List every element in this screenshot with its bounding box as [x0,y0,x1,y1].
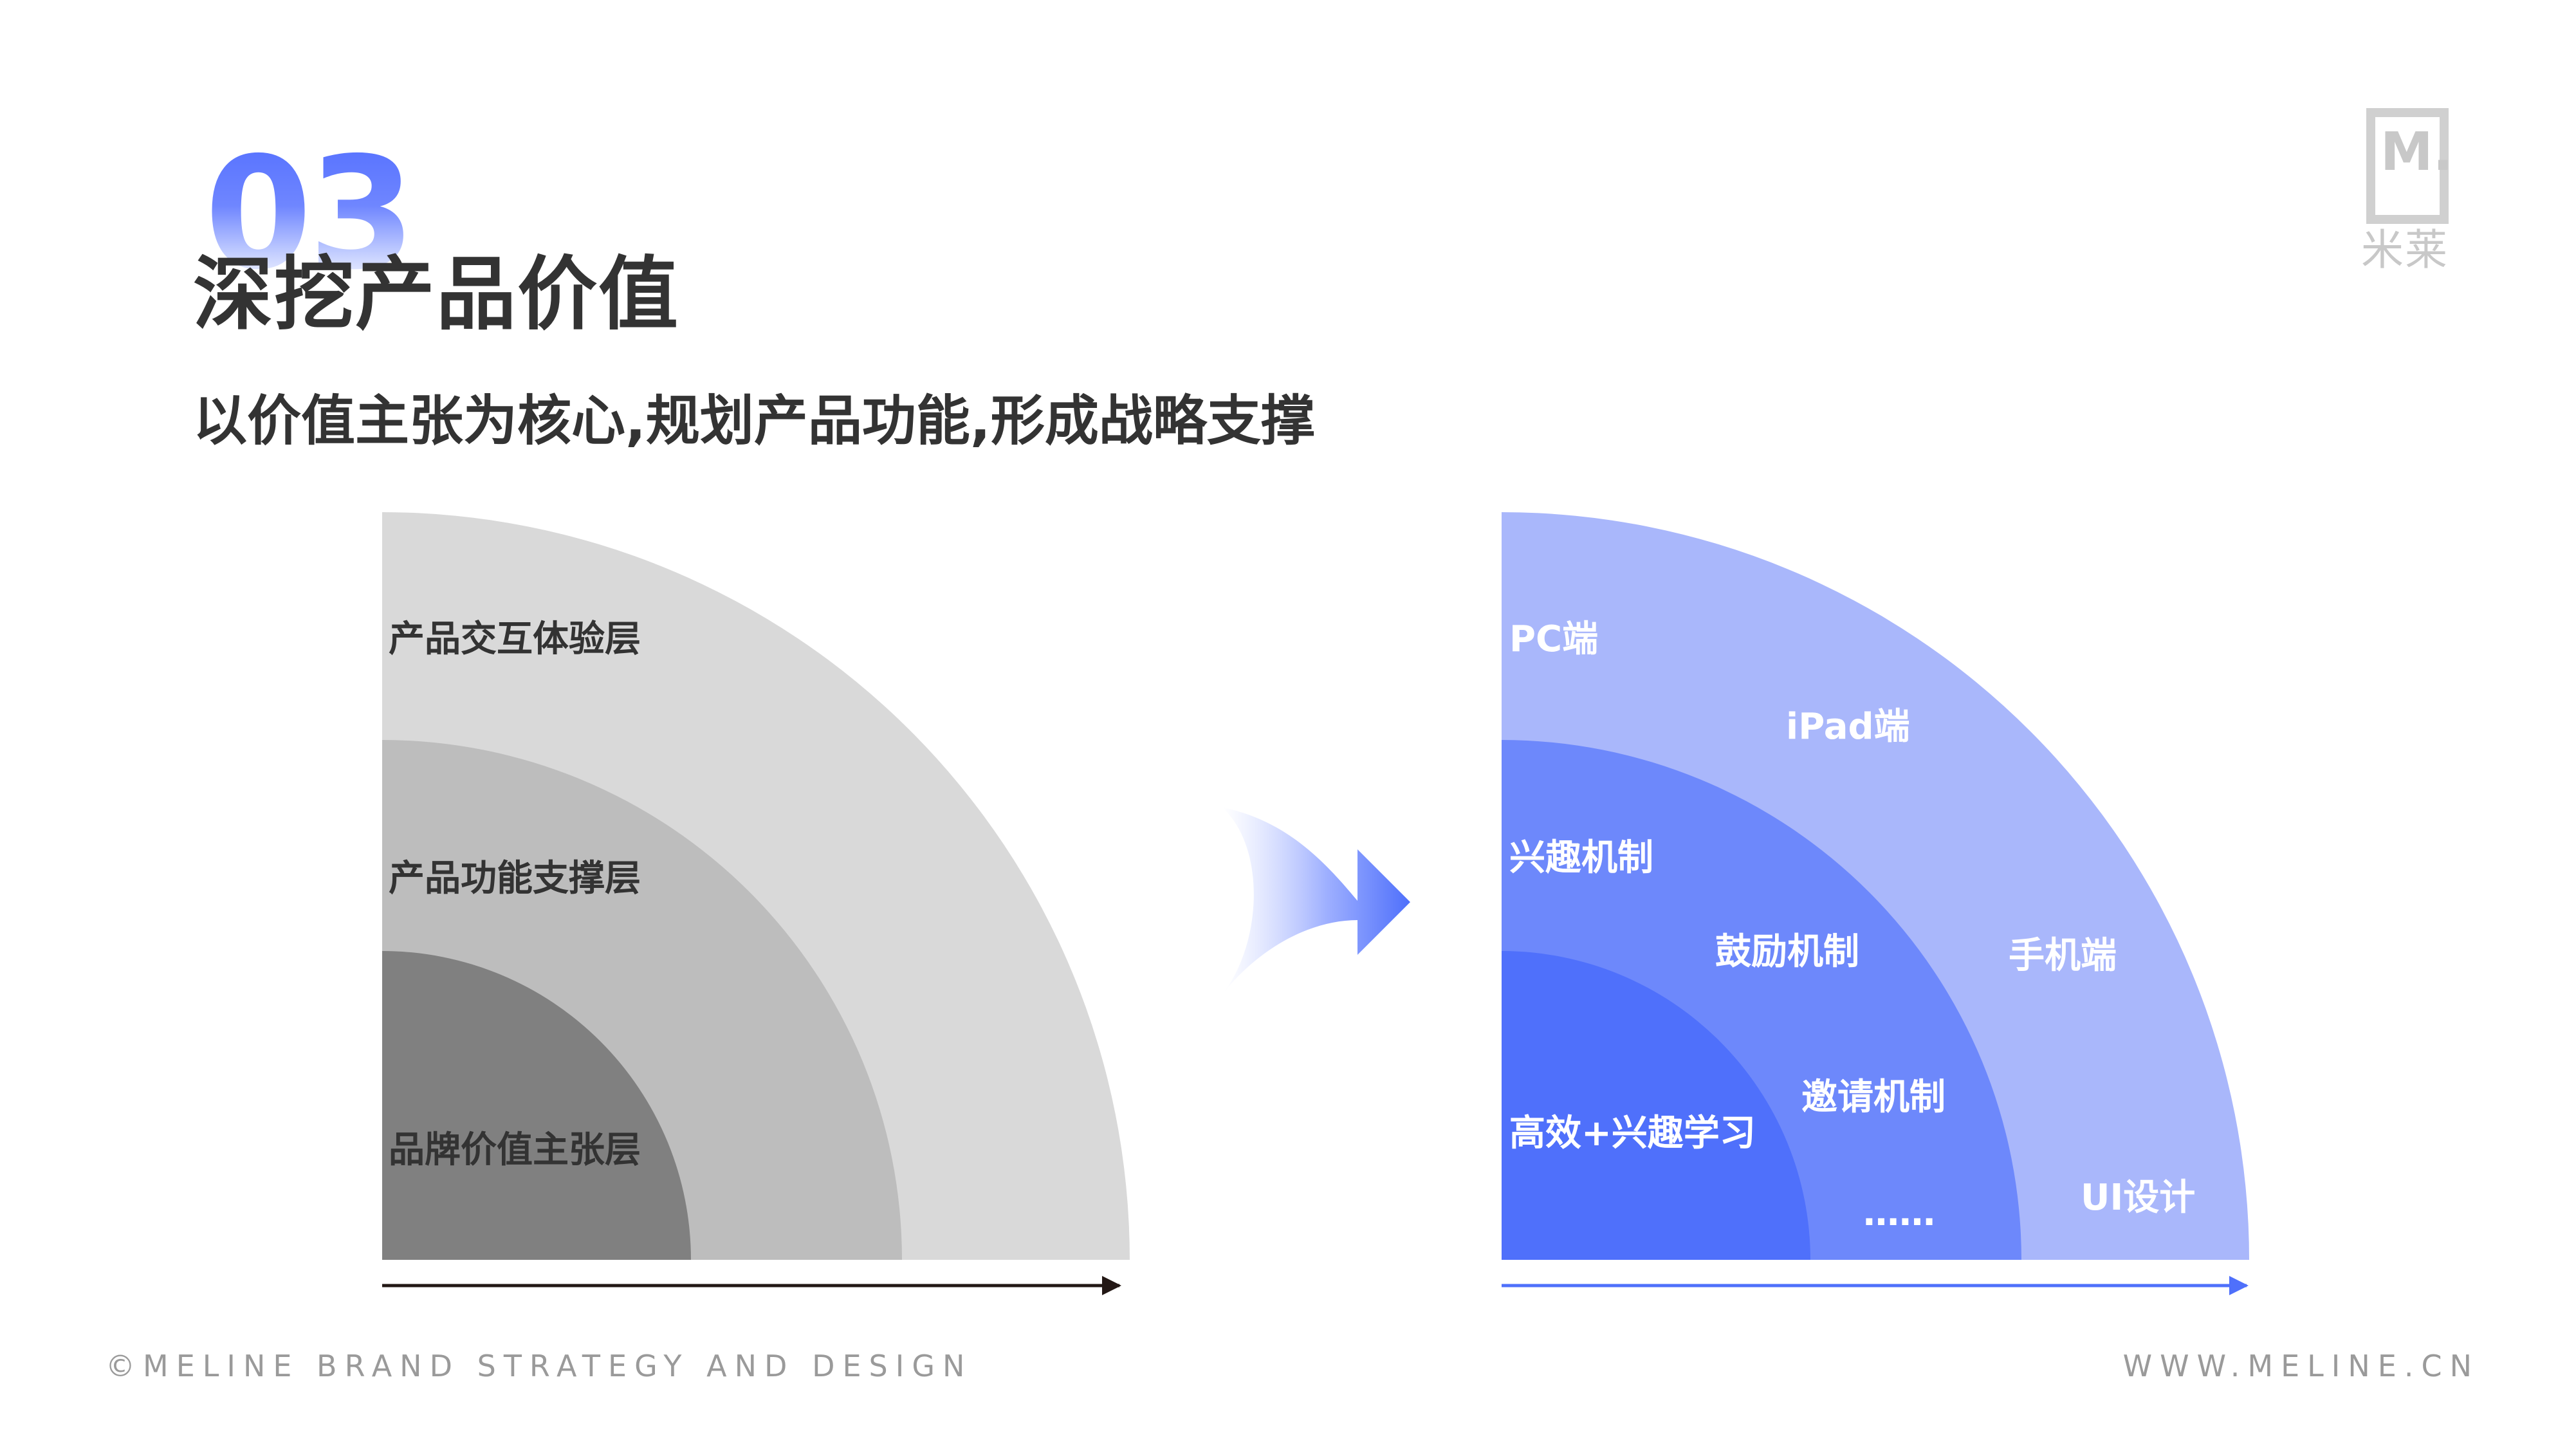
left-layer-label-middle: 产品功能支撑层 [389,858,641,900]
brand-logo-name: 米莱 [2361,225,2449,275]
page-subtitle: 以价值主张为核心,规划产品功能,形成战略支撑 [193,389,1315,452]
outer-item-ipad: iPad端 [1786,706,1910,748]
left-layer-core [382,951,691,1260]
middle-item-invite: 邀请机制 [1801,1076,1946,1118]
outer-item-ui: UI设计 [2081,1177,2196,1219]
middle-item-encourage: 鼓励机制 [1715,931,1859,973]
left-layer-label-core: 品牌价值主张层 [389,1129,641,1171]
core-item-efficient-learning: 高效+兴趣学习 [1509,1112,1756,1154]
left-layer-label-outer: 产品交互体验层 [389,618,641,660]
section-number: 03 [205,124,416,304]
middle-item-more: …… [1863,1192,1935,1234]
brand-logo-frame [2366,108,2449,224]
right-layer-core [1502,951,1810,1260]
outer-item-mobile: 手机端 [2009,935,2117,977]
brand-logo-mark: M. [2380,122,2453,183]
page-title: 深挖产品价值 [193,248,680,341]
footer-copyright: ©MELINE BRAND STRATEGY AND DESIGN [106,1349,973,1383]
outer-item-pc: PC端 [1509,618,1599,660]
middle-item-interest: 兴趣机制 [1509,837,1653,879]
transition-arrow-icon [1222,808,1410,994]
footer-website: WWW.MELINE.CN [2122,1349,2479,1383]
